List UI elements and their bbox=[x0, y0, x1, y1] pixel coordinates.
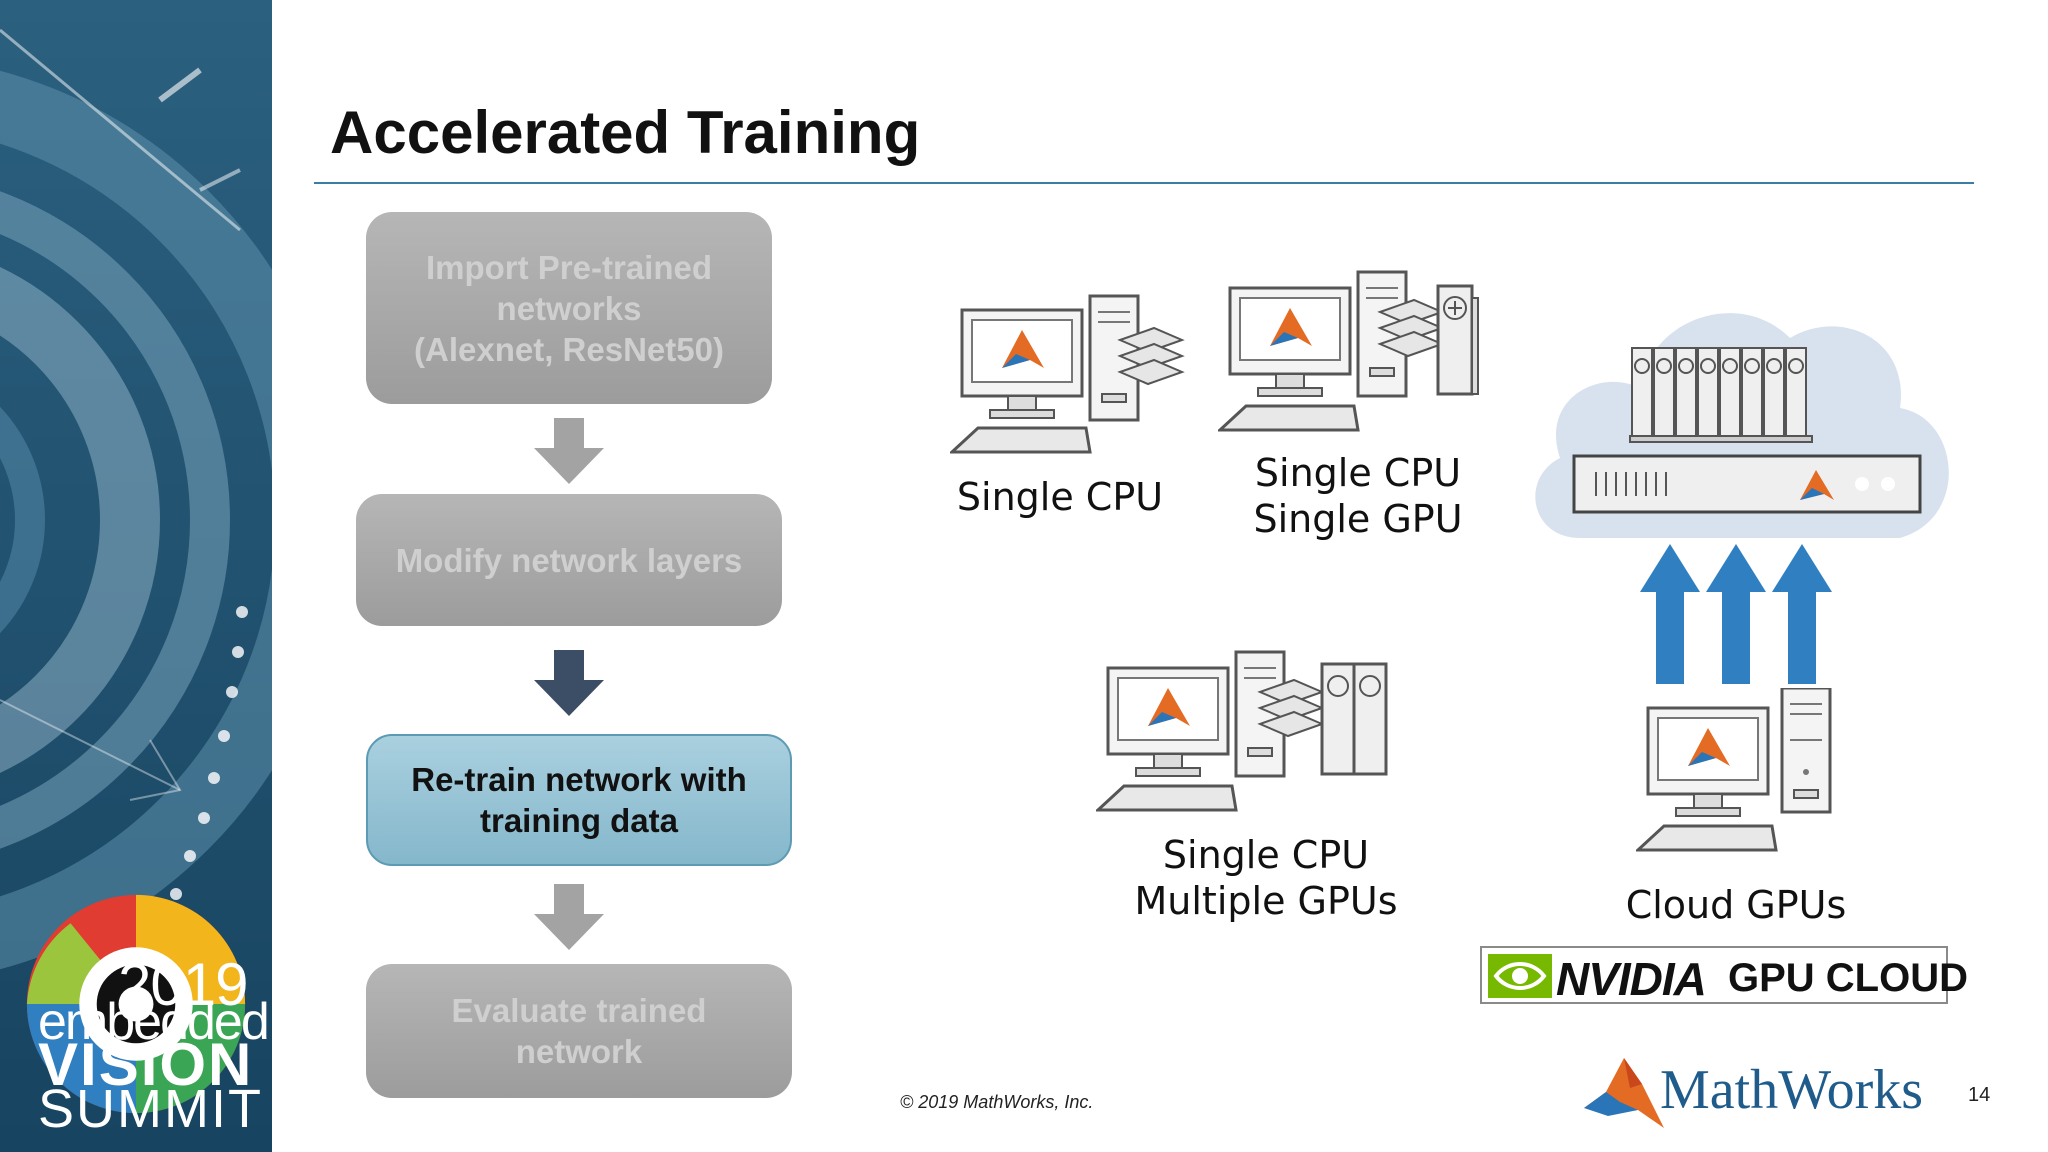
nvidia-eye-icon bbox=[1488, 954, 1552, 998]
computer-icon bbox=[1636, 688, 1832, 852]
computer-with-multiple-gpus-icon bbox=[1096, 650, 1388, 812]
computer-with-gpu-icon bbox=[1218, 270, 1479, 432]
config-label-single-cpu: Single CPU bbox=[956, 475, 1164, 519]
config-label-single-cpu-single-gpu: Single CPU Single GPU bbox=[1253, 451, 1463, 541]
arrow-down-icon bbox=[534, 650, 604, 716]
workflow-step-label: Import Pre-trained networks (Alexnet, Re… bbox=[414, 248, 724, 368]
workflow-step-retrain: Re-train network with training data bbox=[366, 734, 792, 866]
gpu-cloud-wordmark: GPU CLOUD bbox=[1728, 956, 1968, 1000]
upload-arrow-icon bbox=[1640, 544, 1832, 684]
cloud-icon bbox=[1535, 313, 1949, 538]
event-name-line1: embedded bbox=[38, 993, 270, 1051]
workflow-step-label: Evaluate trained network bbox=[451, 992, 707, 1070]
mathworks-wordmark: MathWorks bbox=[1660, 1059, 1924, 1121]
matlab-logo-icon bbox=[1584, 1058, 1664, 1128]
title-divider bbox=[314, 182, 1974, 184]
copyright-notice: © 2019 MathWorks, Inc. bbox=[900, 1092, 1094, 1112]
event-name-line2: VISION bbox=[38, 1031, 254, 1098]
workflow-step-label: Modify network layers bbox=[395, 541, 743, 579]
config-label-cloud-gpus: Cloud GPUs bbox=[1625, 883, 1847, 927]
embedded-vision-summit-logo-icon bbox=[26, 894, 246, 1114]
arrow-down-icon bbox=[534, 418, 604, 484]
slide-title: Accelerated Training bbox=[330, 99, 921, 166]
workflow-step-import: Import Pre-trained networks (Alexnet, Re… bbox=[366, 212, 772, 404]
nvidia-wordmark: NVIDIA bbox=[1556, 953, 1707, 1005]
config-label-single-cpu-multiple-gpus: Single CPU Multiple GPUs bbox=[1134, 833, 1398, 923]
computer-icon bbox=[950, 294, 1185, 454]
arrow-down-icon bbox=[534, 884, 604, 950]
workflow-step-label: Re-train network with training data bbox=[411, 761, 747, 839]
workflow-step-modify: Modify network layers bbox=[356, 494, 782, 626]
event-sidebar: 2019 embedded VISION SUMMIT bbox=[0, 0, 272, 1152]
event-year: 2019 bbox=[118, 951, 248, 1018]
nvidia-gpu-cloud-logo bbox=[1480, 946, 1948, 1004]
page-number: 14 bbox=[1968, 1084, 1991, 1106]
workflow-step-evaluate: Evaluate trained network bbox=[366, 964, 792, 1098]
event-name-line3: SUMMIT bbox=[38, 1079, 263, 1139]
